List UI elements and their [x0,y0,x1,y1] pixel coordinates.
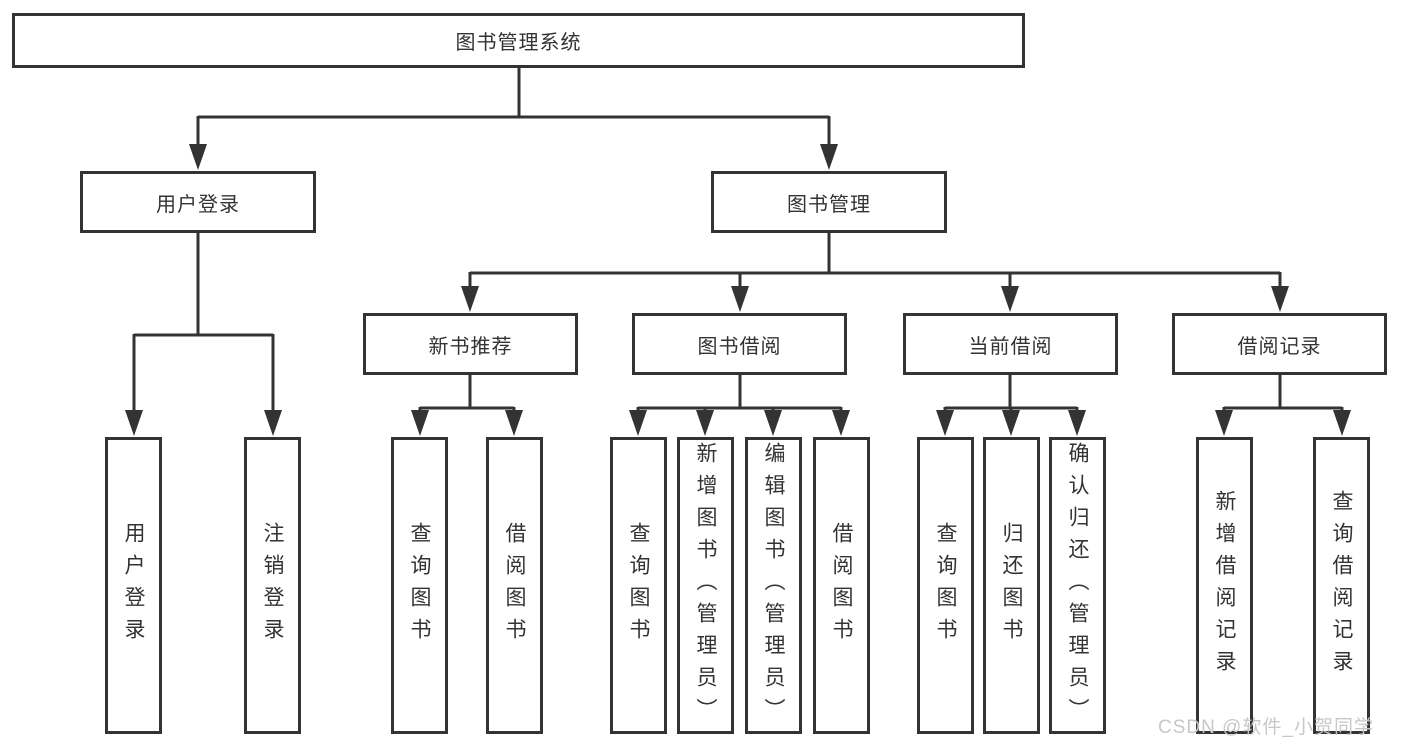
leaf-confirm-return-admin: 确认归还（管理员） [1049,437,1106,734]
node-label: 借阅记录 [1237,335,1322,358]
csdn-watermark: CSDN @软件_小贺同学 [1158,717,1374,738]
leaf-borrow-books-borrow: 借阅图书 [813,437,870,734]
node-label: 图书管理 [787,193,871,216]
node-label: 确认归还（管理员） [1066,441,1089,730]
node-current-borrowing: 当前借阅 [903,313,1118,375]
leaf-borrow-books-recommend: 借阅图书 [486,437,543,734]
leaf-query-books-current: 查询图书 [917,437,974,734]
node-label: 查询图书 [408,521,431,650]
node-label: 借阅图书 [830,521,853,650]
node-label: 新增借阅记录 [1213,489,1236,682]
node-label: 借阅图书 [503,521,526,650]
leaf-add-borrow-record: 新增借阅记录 [1196,437,1253,734]
leaf-query-books-recommend: 查询图书 [391,437,448,734]
node-book-management: 图书管理 [711,171,947,233]
node-label: 新增图书（管理员） [694,441,717,730]
node-label: 当前借阅 [968,335,1053,358]
leaf-user-login: 用户登录 [105,437,162,734]
node-book-borrowing: 图书借阅 [632,313,847,375]
node-label: 新书推荐 [428,335,513,358]
leaf-query-borrow-record: 查询借阅记录 [1313,437,1370,734]
leaf-edit-book-admin: 编辑图书（管理员） [745,437,802,734]
node-label: 查询图书 [627,521,650,650]
leaf-return-book: 归还图书 [983,437,1040,734]
node-borrow-records: 借阅记录 [1172,313,1387,375]
leaf-logout: 注销登录 [244,437,301,734]
node-label: 查询图书 [934,521,957,650]
leaf-query-books-borrow: 查询图书 [610,437,667,734]
node-label: 查询借阅记录 [1330,489,1353,682]
arrowhead-group [125,144,1351,436]
node-label: 编辑图书（管理员） [762,441,785,730]
node-label: 归还图书 [1000,521,1023,650]
leaf-add-book-admin: 新增图书（管理员） [677,437,734,734]
node-label: 图书管理系统 [455,32,582,54]
node-label: 图书借阅 [697,335,782,358]
node-label: 用户登录 [156,193,240,216]
node-library-management-system: 图书管理系统 [12,13,1025,68]
node-new-book-recommend: 新书推荐 [363,313,578,375]
node-label: 用户登录 [122,521,145,650]
node-label: 注销登录 [261,521,284,650]
node-user-login: 用户登录 [80,171,316,233]
